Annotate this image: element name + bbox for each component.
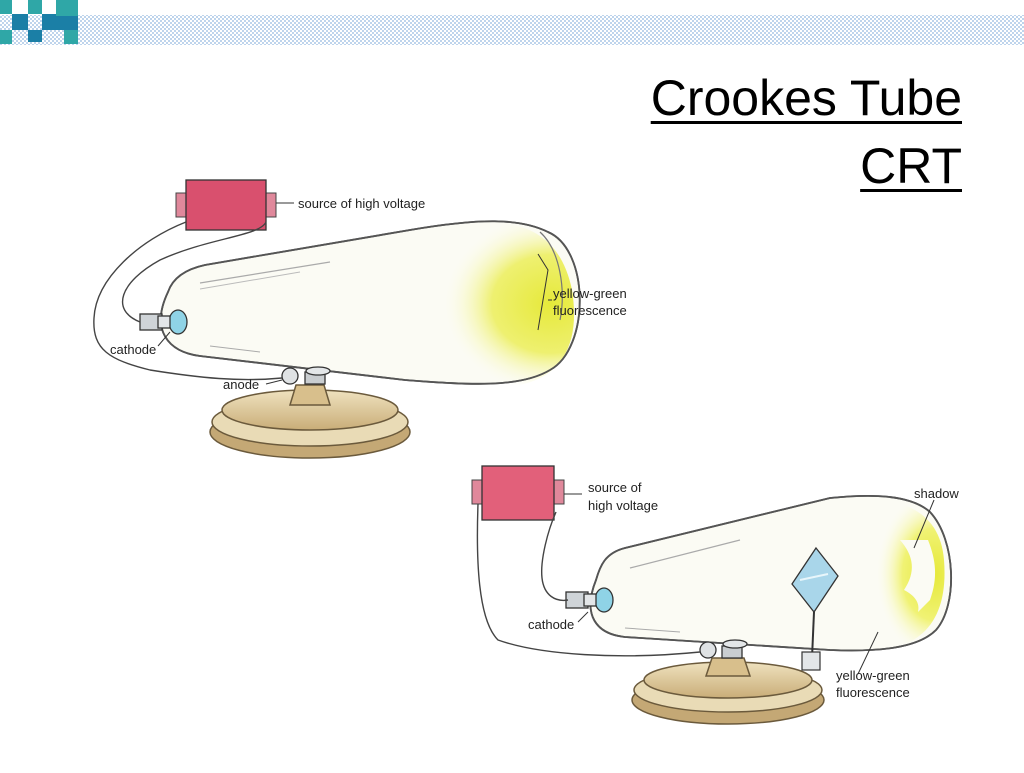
anode-wire xyxy=(93,221,283,381)
header-pattern-band xyxy=(0,15,1024,45)
base-stand xyxy=(209,384,411,459)
metal-plate-obstacle xyxy=(791,546,839,671)
cathode-wire xyxy=(540,511,569,602)
base-stand xyxy=(631,657,825,725)
label-fluorescence-line2: fluorescence xyxy=(836,685,910,700)
fluorescence-glow xyxy=(380,222,575,385)
slide-title-line2: CRT xyxy=(860,138,962,194)
slide-title-line1: Crookes Tube xyxy=(650,70,962,126)
label-cathode: cathode xyxy=(110,342,156,357)
shadow-region xyxy=(900,540,936,612)
anode-wire xyxy=(476,503,701,657)
anode-electrode xyxy=(281,366,331,385)
crookes-tube-diagram-bottom: source of high voltage shadow cathode ye… xyxy=(471,465,959,725)
anode-electrode xyxy=(699,639,748,659)
cathode-wire xyxy=(121,221,267,323)
label-fluorescence-line1: yellow-green xyxy=(836,668,910,683)
header-decoration xyxy=(0,0,1024,45)
voltage-source-box xyxy=(175,179,277,231)
header-logo-icon xyxy=(0,0,78,44)
voltage-source-box xyxy=(471,465,565,521)
label-voltage-source-line1: source of xyxy=(588,480,642,495)
label-shadow: shadow xyxy=(914,486,959,501)
label-voltage-source: source of high voltage xyxy=(298,196,425,211)
cathode-electrode xyxy=(139,309,188,335)
label-cathode: cathode xyxy=(528,617,574,632)
label-anode: anode xyxy=(223,377,259,392)
cathode-electrode xyxy=(565,587,614,613)
label-fluorescence-line1: yellow-green xyxy=(553,286,627,301)
crookes-tube-diagram-top: source of high voltage yellow-green fluo… xyxy=(93,179,627,459)
label-fluorescence-line2: fluorescence xyxy=(553,303,627,318)
label-voltage-source-line2: high voltage xyxy=(588,498,658,513)
